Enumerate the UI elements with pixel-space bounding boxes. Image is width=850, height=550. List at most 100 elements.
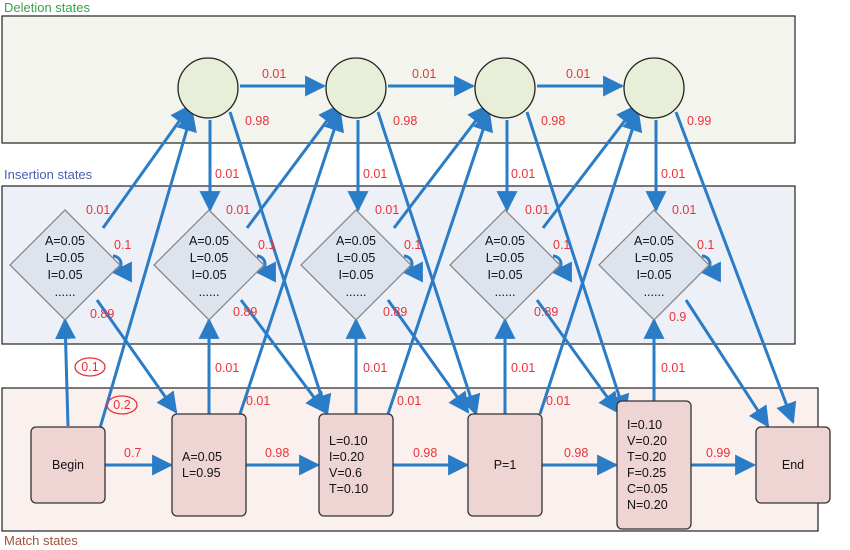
prob-del-match: 0.98 bbox=[245, 114, 269, 128]
arrow-ins-del bbox=[245, 104, 340, 229]
prob-del-match: 0.98 bbox=[393, 114, 417, 128]
prob-ins-self: 0.1 bbox=[404, 238, 421, 252]
match-state-4 bbox=[467, 413, 543, 517]
prob-ins-match: 0.89 bbox=[90, 307, 114, 321]
prob-match-match: 0.99 bbox=[706, 446, 730, 460]
match-state-6 bbox=[755, 426, 831, 504]
arrow-ins-self bbox=[401, 254, 423, 283]
prob-begin-ins: 0.1 bbox=[81, 360, 98, 374]
arrow-ins-self bbox=[110, 254, 132, 283]
match-emission-text: I=0.20 bbox=[329, 450, 364, 464]
prob-match-ins: 0.01 bbox=[511, 361, 535, 375]
prob-match-match: 0.7 bbox=[124, 446, 141, 460]
prob-match-del: 0.01 bbox=[397, 394, 421, 408]
match-state-1 bbox=[30, 426, 106, 504]
prob-match-del: 0.01 bbox=[546, 394, 570, 408]
match-emission-text: N=0.20 bbox=[627, 498, 668, 512]
match-emission-text: I=0.10 bbox=[627, 418, 662, 432]
prob-match-match: 0.98 bbox=[413, 446, 437, 460]
insertion-emission-text: I=0.05 bbox=[338, 268, 373, 282]
deletion-state-1 bbox=[177, 57, 239, 119]
prob-circle bbox=[74, 357, 106, 377]
insertion-state-5 bbox=[598, 209, 710, 321]
arrow-del-match bbox=[674, 111, 797, 424]
prob-match-match: 0.98 bbox=[564, 446, 588, 460]
prob-begin-del: 0.2 bbox=[113, 398, 130, 412]
transition-arrows bbox=[55, 75, 797, 476]
arrow-match-del bbox=[386, 110, 493, 415]
insertion-state-3 bbox=[300, 209, 412, 321]
match-emission-text: A=0.05 bbox=[182, 450, 222, 464]
prob-ins-del: 0.01 bbox=[672, 203, 696, 217]
arrow-match-ins bbox=[55, 317, 77, 427]
insertion-emission-text: A=0.05 bbox=[634, 234, 674, 248]
arrow-match-del bbox=[238, 110, 345, 415]
deletion-state-4 bbox=[623, 57, 685, 119]
prob-del-del: 0.01 bbox=[566, 67, 590, 81]
match-state-2 bbox=[171, 413, 247, 517]
match-emission-text: C=0.05 bbox=[627, 482, 668, 496]
match-emission-text: T=0.10 bbox=[329, 482, 368, 496]
insertion-emission-text: L=0.05 bbox=[486, 251, 525, 265]
prob-del-match: 0.98 bbox=[541, 114, 565, 128]
insertion-emission-text: ...... bbox=[346, 285, 367, 299]
insertion-emission-text: ...... bbox=[199, 285, 220, 299]
arrow-ins-match bbox=[95, 299, 178, 414]
prob-ins-match: 0.9 bbox=[669, 310, 686, 324]
prob-match-ins: 0.01 bbox=[363, 361, 387, 375]
insertion-emission-text: I=0.05 bbox=[47, 268, 82, 282]
insertion-emission-text: L=0.05 bbox=[337, 251, 376, 265]
deletion-state-2 bbox=[325, 57, 387, 119]
match-emission-text: P=1 bbox=[494, 458, 517, 472]
insertion-emission-text: A=0.05 bbox=[189, 234, 229, 248]
prob-del-del: 0.01 bbox=[412, 67, 436, 81]
prob-ins-match: 0.89 bbox=[534, 305, 558, 319]
arrow-del-match bbox=[228, 111, 332, 416]
match-states-label: Match states bbox=[4, 533, 78, 548]
prob-match-match: 0.98 bbox=[265, 446, 289, 460]
prob-del-del: 0.01 bbox=[262, 67, 286, 81]
insertion-emission-text: ...... bbox=[495, 285, 516, 299]
insertion-emission-text: ...... bbox=[55, 285, 76, 299]
prob-ins-self: 0.1 bbox=[258, 238, 275, 252]
arrow-ins-match bbox=[239, 299, 327, 414]
arrow-ins-del bbox=[392, 104, 489, 229]
match-emission-text: L=0.95 bbox=[182, 466, 221, 480]
prob-ins-match: 0.89 bbox=[383, 305, 407, 319]
arrow-del-match bbox=[525, 111, 630, 416]
prob-del-ins: 0.01 bbox=[215, 167, 239, 181]
insertion-emission-text: A=0.05 bbox=[336, 234, 376, 248]
deletion-states-label: Deletion states bbox=[4, 0, 90, 15]
insertion-emission-text: L=0.05 bbox=[635, 251, 674, 265]
insertion-state-4 bbox=[449, 209, 561, 321]
prob-ins-del: 0.01 bbox=[86, 203, 110, 217]
insertion-emission-text: I=0.05 bbox=[636, 268, 671, 282]
arrow-ins-match bbox=[684, 299, 770, 428]
transition-probabilities: 0.01 0.01 0.01 0.98 0.98 0.98 0.99 0.01 0.01 0.01… bbox=[74, 67, 730, 460]
arrow-ins-self bbox=[254, 254, 276, 283]
arrow-ins-del bbox=[101, 104, 192, 229]
state-nodes: A=0.05L=0.05I=0.05......A=0.05L=0.05I=0.… bbox=[9, 57, 831, 530]
insertion-state-1 bbox=[9, 209, 121, 321]
prob-match-ins: 0.01 bbox=[215, 361, 239, 375]
insertion-emission-text: A=0.05 bbox=[45, 234, 85, 248]
prob-ins-del: 0.01 bbox=[525, 203, 549, 217]
insertion-states-label: Insertion states bbox=[4, 167, 93, 182]
insertion-emission-text: A=0.05 bbox=[485, 234, 525, 248]
insertion-emission-text: I=0.05 bbox=[487, 268, 522, 282]
arrow-match-del bbox=[98, 109, 197, 429]
prob-del-ins: 0.01 bbox=[363, 167, 387, 181]
prob-ins-self: 0.1 bbox=[553, 238, 570, 252]
deletion-state-3 bbox=[474, 57, 536, 119]
prob-ins-del: 0.01 bbox=[375, 203, 399, 217]
prob-ins-del: 0.01 bbox=[226, 203, 250, 217]
prob-match-ins: 0.01 bbox=[661, 361, 685, 375]
prob-ins-match: 0.89 bbox=[233, 305, 257, 319]
arrow-ins-self bbox=[699, 254, 721, 283]
prob-ins-self: 0.1 bbox=[114, 238, 131, 252]
prob-del-match: 0.99 bbox=[687, 114, 711, 128]
insertion-emission-text: L=0.05 bbox=[46, 251, 85, 265]
match-state-3 bbox=[318, 413, 394, 517]
arrow-match-del bbox=[538, 110, 643, 415]
